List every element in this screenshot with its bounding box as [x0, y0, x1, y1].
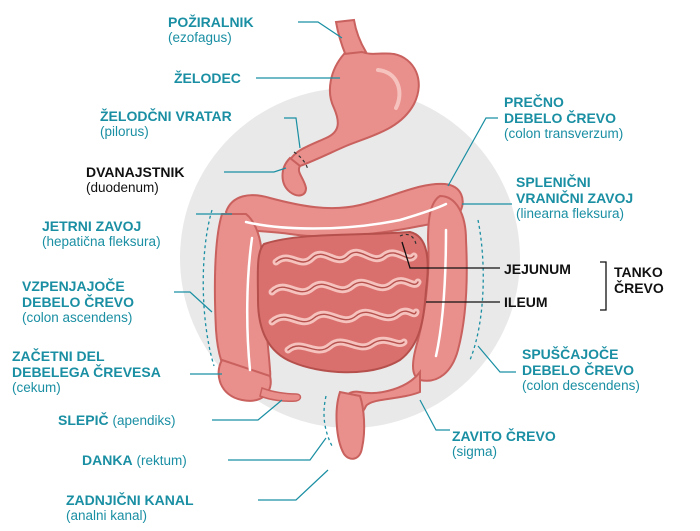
label-zavito-name: ZAVITO ČREVO — [452, 428, 556, 444]
label-tanko-crevo-line2: ČREVO — [614, 280, 664, 296]
label-zavito: ZAVITO ČREVO (sigma) — [452, 428, 556, 460]
label-poziralnik-sub: (ezofagus) — [168, 30, 254, 46]
label-ileum: ILEUM — [504, 294, 548, 310]
label-ileum-name: ILEUM — [504, 294, 548, 310]
label-zelodcni-vratar-sub: (pilorus) — [100, 124, 232, 140]
label-precno-sub: (colon transverzum) — [504, 126, 623, 142]
label-tanko-crevo-line1: TANKO — [614, 264, 664, 280]
label-poziralnik: POŽIRALNIK (ezofagus) — [168, 14, 254, 46]
label-zacetni-del-line2: DEBELEGA ČREVESA — [12, 364, 161, 380]
label-slepic-sub: (apendiks) — [112, 413, 175, 428]
label-zelodec: ŽELODEC — [174, 70, 241, 86]
label-jejunum-name: JEJUNUM — [504, 261, 571, 277]
label-zavito-sub: (sigma) — [452, 444, 556, 460]
label-dvanajstnik-sub: (duodenum) — [86, 180, 185, 196]
label-danka-sub: (rektum) — [136, 453, 186, 468]
label-zadnjicni-kanal-name: ZADNJIČNI KANAL — [66, 492, 194, 508]
label-spuscajoce-line1: SPUŠČAJOČE — [522, 346, 640, 362]
label-jetrni-zavoj-name: JETRNI ZAVOJ — [42, 218, 161, 234]
label-zadnjicni-kanal-sub: (analni kanal) — [66, 508, 194, 524]
label-precno: PREČNO DEBELO ČREVO (colon transverzum) — [504, 94, 623, 142]
label-tanko-crevo: TANKO ČREVO — [614, 264, 664, 296]
label-zacetni-del: ZAČETNI DEL DEBELEGA ČREVESA (cekum) — [12, 348, 161, 396]
label-dvanajstnik: DVANAJSTNIK (duodenum) — [86, 164, 185, 196]
label-dvanajstnik-name: DVANAJSTNIK — [86, 164, 185, 180]
label-splenicni-line1: SPLENIČNI — [516, 174, 633, 190]
label-zelodcni-vratar-name: ŽELODČNI VRATAR — [100, 108, 232, 124]
label-danka: DANKA (rektum) — [82, 452, 187, 469]
label-zacetni-del-sub: (cekum) — [12, 380, 161, 396]
label-splenicni-sub: (linearna fleksura) — [516, 206, 633, 222]
esophagus — [336, 20, 366, 56]
label-zelodec-name: ŽELODEC — [174, 70, 241, 86]
label-zadnjicni-kanal: ZADNJIČNI KANAL (analni kanal) — [66, 492, 194, 524]
rectum — [337, 392, 365, 459]
label-spuscajoce: SPUŠČAJOČE DEBELO ČREVO (colon descenden… — [522, 346, 640, 394]
label-spuscajoce-sub: (colon descendens) — [522, 378, 640, 394]
label-slepic-name: SLEPIČ — [58, 412, 109, 428]
label-vzpenjajoce-sub: (colon ascendens) — [22, 310, 134, 326]
label-zelodcni-vratar: ŽELODČNI VRATAR (pilorus) — [100, 108, 232, 140]
label-zacetni-del-line1: ZAČETNI DEL — [12, 348, 161, 364]
label-jejunum: JEJUNUM — [504, 261, 571, 277]
label-jetrni-zavoj: JETRNI ZAVOJ (hepatična fleksura) — [42, 218, 161, 250]
label-slepic: SLEPIČ (apendiks) — [58, 412, 176, 429]
label-jetrni-zavoj-sub: (hepatična fleksura) — [42, 234, 161, 250]
label-vzpenjajoce: VZPENJAJOČE DEBELO ČREVO (colon ascenden… — [22, 278, 134, 326]
label-splenicni-line2: VRANIČNI ZAVOJ — [516, 190, 633, 206]
label-spuscajoce-line2: DEBELO ČREVO — [522, 362, 640, 378]
small-intestine — [258, 232, 428, 372]
label-precno-line1: PREČNO — [504, 94, 623, 110]
label-vzpenjajoce-line1: VZPENJAJOČE — [22, 278, 134, 294]
label-poziralnik-name: POŽIRALNIK — [168, 14, 254, 30]
label-vzpenjajoce-line2: DEBELO ČREVO — [22, 294, 134, 310]
label-danka-name: DANKA — [82, 452, 133, 468]
label-precno-line2: DEBELO ČREVO — [504, 110, 623, 126]
label-splenicni: SPLENIČNI VRANIČNI ZAVOJ (linearna fleks… — [516, 174, 633, 222]
